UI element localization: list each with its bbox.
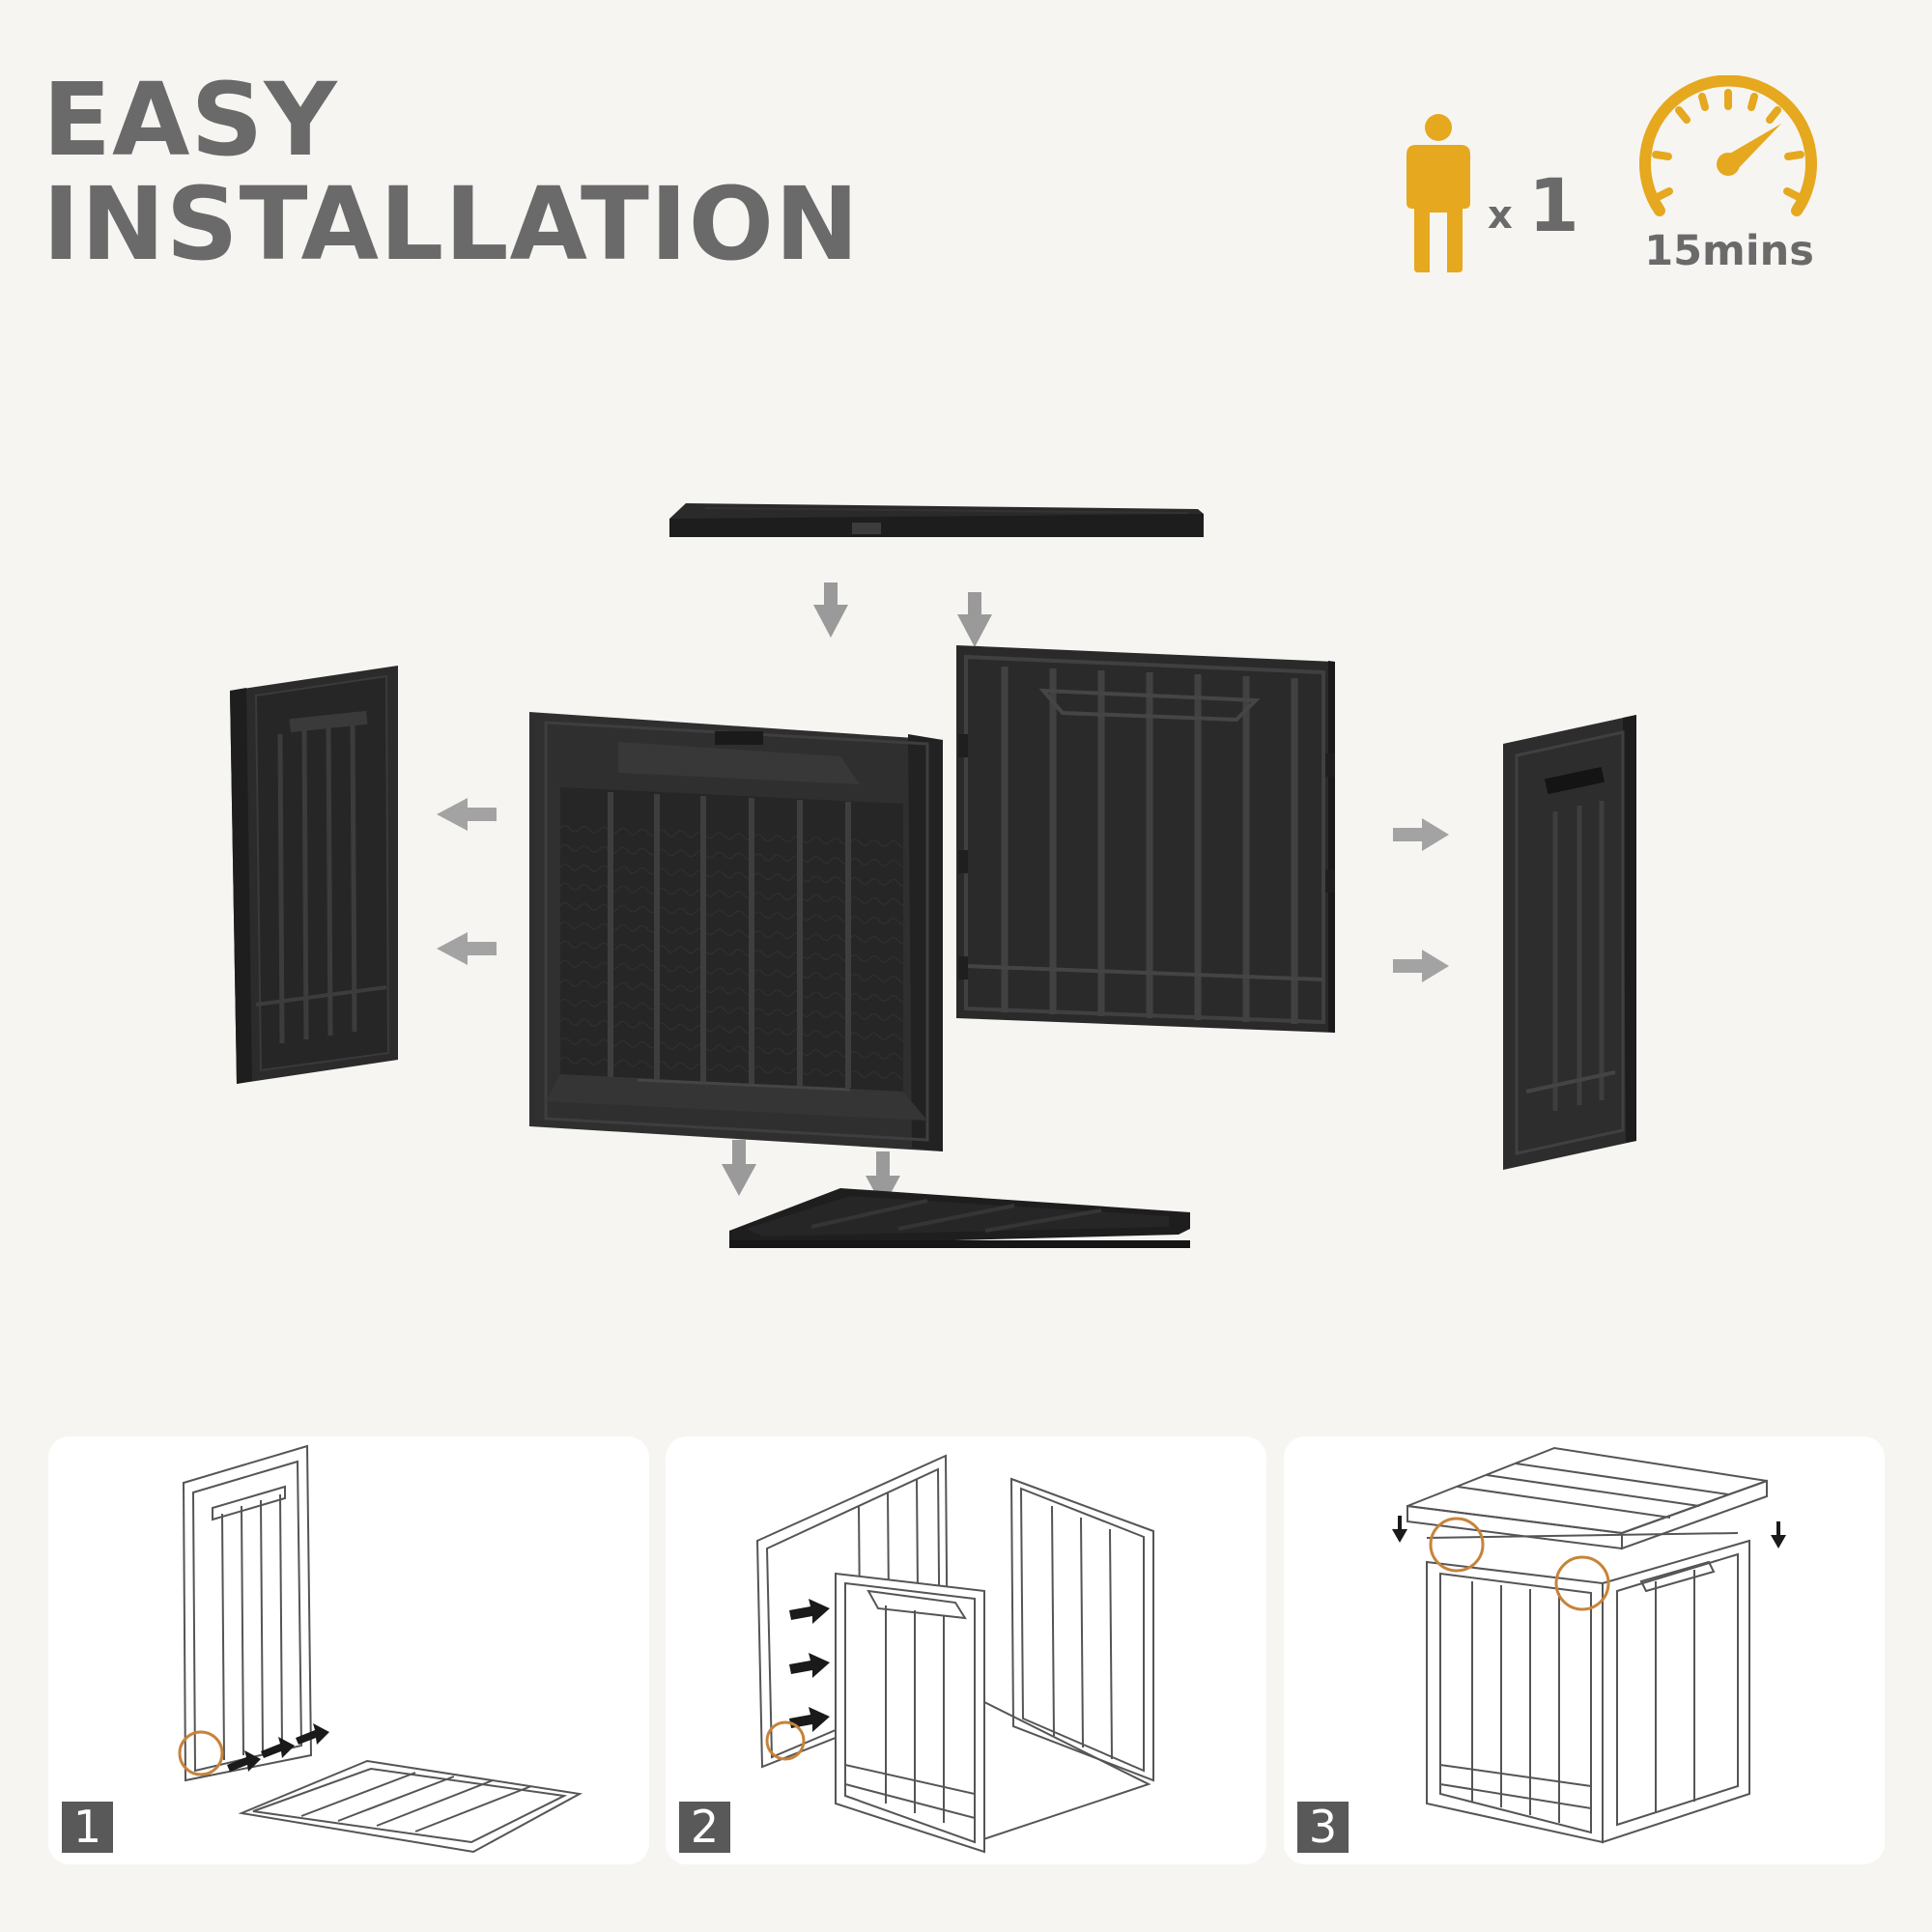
base-panel [729,1188,1190,1248]
arrow-down-icon [813,582,992,647]
step-card-3: 3 [1284,1436,1885,1864]
page-title: EASY INSTALLATION [43,68,860,276]
title-line-1: EASY [43,61,338,179]
highlight-circle [765,1720,806,1761]
back-panel [956,645,1335,1033]
people-count: x 1 [1488,162,1584,249]
step-number-badge: 2 [679,1802,730,1853]
step-number-badge: 1 [62,1802,113,1853]
arrow-down-icon [1392,1516,1786,1548]
step-card-1: 1 [48,1436,649,1864]
arrow-left-icon [437,798,497,965]
multiply-sign: x [1488,193,1513,238]
time-label: 15mins [1644,227,1814,275]
stopwatch-icon [1639,75,1817,216]
lid-panel [669,503,1204,537]
title-line-2: INSTALLATION [43,165,861,283]
step-card-2: 2 [666,1436,1266,1864]
arrow-right-icon [789,1599,830,1732]
step-3-illustration [1392,1446,1786,1844]
highlight-circle [178,1730,224,1776]
arrow-right-icon [227,1723,329,1772]
step-number-badge: 3 [1297,1802,1349,1853]
right-side-panel [1503,715,1636,1170]
front-panel [529,712,943,1151]
step-1-illustration [178,1444,583,1854]
step-2-illustration [755,1454,1154,1854]
exploded-view-diagram [230,503,1636,1248]
highlight-circle [1429,1517,1485,1573]
people-count-number: 1 [1528,162,1579,248]
left-side-panel [230,666,398,1084]
person-icon [1406,114,1470,272]
arrow-right-icon [1393,818,1449,982]
highlight-circle [1554,1555,1610,1611]
